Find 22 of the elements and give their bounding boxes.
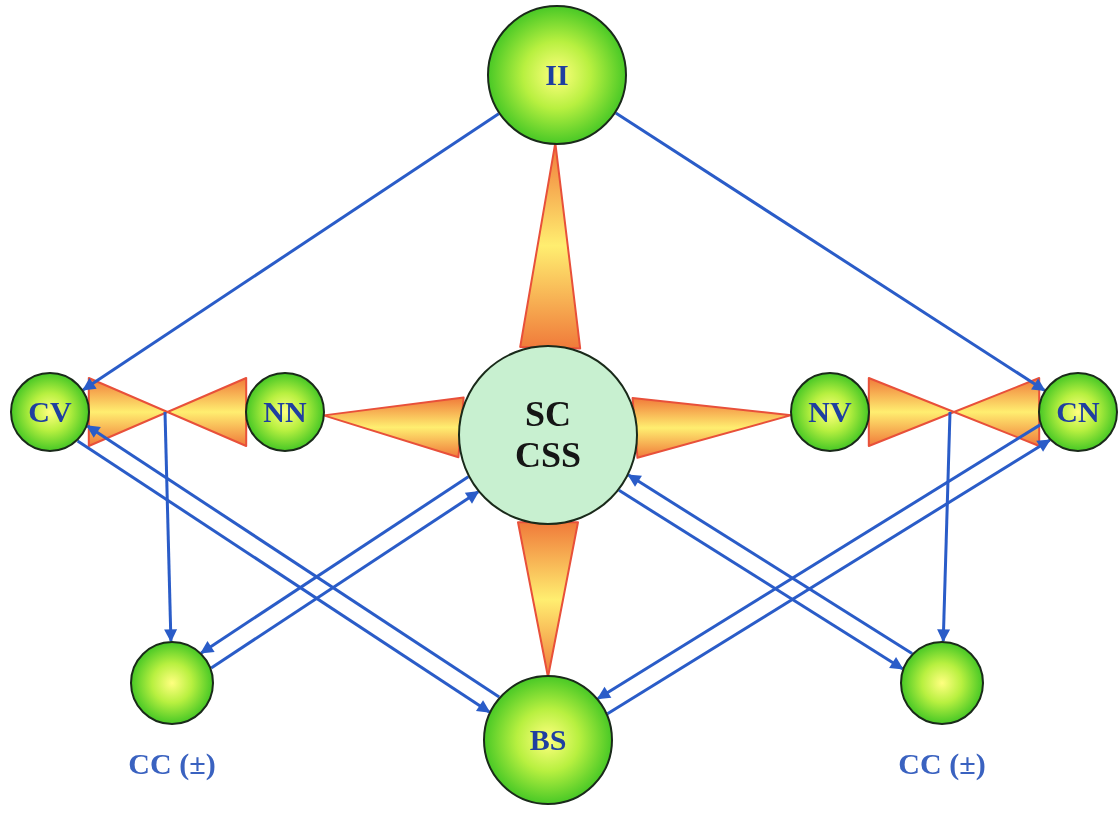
arrow bbox=[614, 111, 1046, 392]
arrow bbox=[200, 475, 470, 655]
spike-connector bbox=[322, 396, 465, 459]
arrow bbox=[163, 411, 178, 643]
spike-connector bbox=[87, 377, 248, 447]
arrow bbox=[82, 112, 500, 392]
node-label: BS bbox=[529, 722, 567, 758]
arrow bbox=[627, 473, 913, 655]
spike-connector bbox=[867, 377, 1041, 447]
node-label: II bbox=[545, 57, 569, 93]
node-label: SC CSS bbox=[513, 393, 582, 477]
node-caption: CC (±) bbox=[128, 747, 216, 781]
arrow bbox=[618, 489, 904, 671]
spike-connector bbox=[517, 521, 579, 678]
node-label: NV bbox=[808, 394, 852, 430]
node-label: CN bbox=[1056, 394, 1100, 430]
node-label: CV bbox=[28, 394, 72, 430]
arrow bbox=[210, 490, 480, 670]
node-label: NN bbox=[263, 394, 307, 430]
spike-connector bbox=[631, 397, 793, 459]
node-caption: CC (±) bbox=[898, 747, 986, 781]
arrow bbox=[937, 411, 952, 643]
